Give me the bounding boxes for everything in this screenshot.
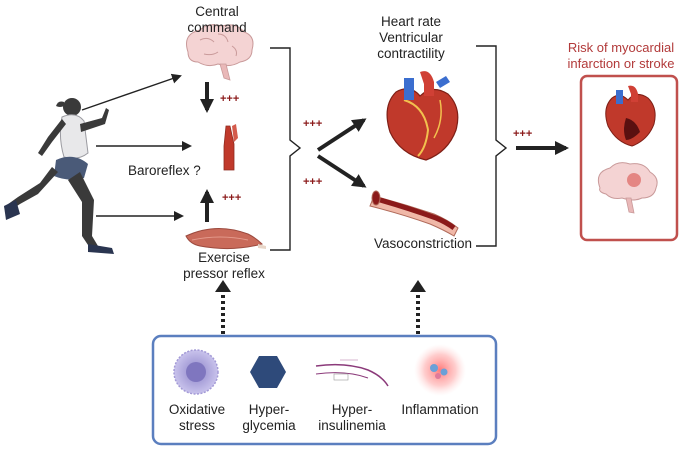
plus-brain: +++ [220,93,240,105]
risk-label: Risk of myocardial infarction or stroke [567,40,675,71]
plus-vessel: +++ [303,176,323,188]
arrow-to-vessel [316,154,367,188]
inflammation-icon [414,344,466,396]
runner-icon [4,98,114,254]
baroreflex-label: Baroreflex ? [128,163,201,178]
right-bracket [476,45,508,247]
left-bracket [270,47,302,251]
central-command-label: Central command [187,4,247,35]
plus-muscle: +++ [222,192,242,204]
carotid-artery-icon [223,124,238,171]
arrow-to-heart [316,118,367,152]
dotted-arrow-head-right [410,280,426,292]
plus-heart: +++ [303,118,323,130]
factor-inflammation-label: Inflammation [401,402,479,417]
blood-vessel-icon [369,190,459,237]
dotted-arrow-head-left [215,280,231,292]
vasoconstriction-label: Vasoconstriction [373,236,473,251]
muscle-icon [185,227,266,250]
hexagon-icon [250,356,286,388]
heart-rate-label: Heart rate Ventricular contractility [377,14,445,61]
heart-icon [386,71,459,161]
factor-oxidative-stress-label: Oxidative stress [168,402,226,433]
factor-hyperglycemia-label: Hyper- glycemia [242,402,296,433]
arrow-runner-to-brain [81,73,182,111]
exercise-pressor-label: Exercise pressor reflex [183,250,265,281]
plus-risk: +++ [513,128,533,140]
insulin-graph-icon [315,359,389,387]
heart-infarct-icon [605,85,656,147]
factor-hyperinsulinemia-label: Hyper- insulinemia [318,402,386,433]
brain-stroke-icon [597,162,658,214]
factors-box [151,334,498,446]
brain-icon [186,24,254,81]
cell-icon [173,349,219,395]
